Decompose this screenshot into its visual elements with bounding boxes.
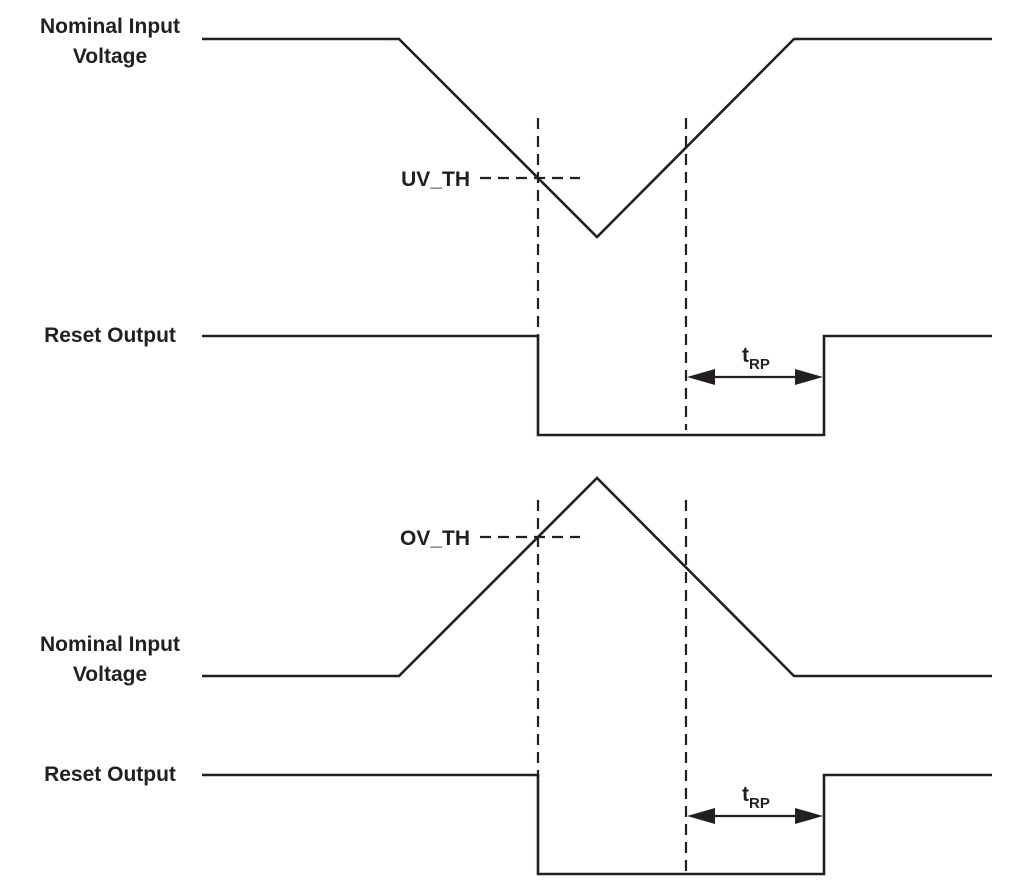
- ov-input-voltage-waveform: [202, 476, 992, 678]
- ov-reset-output-label: Reset Output: [44, 763, 176, 786]
- ov-voltage-label-line2: Voltage: [73, 663, 147, 686]
- uv-reset-output-waveform: [202, 334, 992, 437]
- overvoltage-panel: OV_TH Nominal Input Voltage Reset Output…: [40, 476, 992, 876]
- uv-reset-delay-label: tRP: [742, 344, 770, 373]
- ov-reset-delay-label: tRP: [742, 783, 770, 812]
- uv-reset-output-label: Reset Output: [44, 324, 176, 347]
- undervoltage-panel: Nominal Input Voltage UV_TH Reset Output…: [40, 15, 992, 437]
- uv-voltage-label-line2: Voltage: [73, 45, 147, 68]
- uv-reset-delay-arrow: [687, 369, 823, 385]
- ov-reset-output-waveform: [202, 773, 992, 876]
- uv-threshold-label: UV_TH: [401, 168, 470, 191]
- ov-reset-delay-arrow: [687, 808, 823, 824]
- ov-voltage-label-line1: Nominal Input: [40, 633, 180, 656]
- uv-voltage-label-line1: Nominal Input: [40, 15, 180, 38]
- uv-input-voltage-waveform: [202, 37, 992, 239]
- ov-threshold-label: OV_TH: [400, 527, 470, 550]
